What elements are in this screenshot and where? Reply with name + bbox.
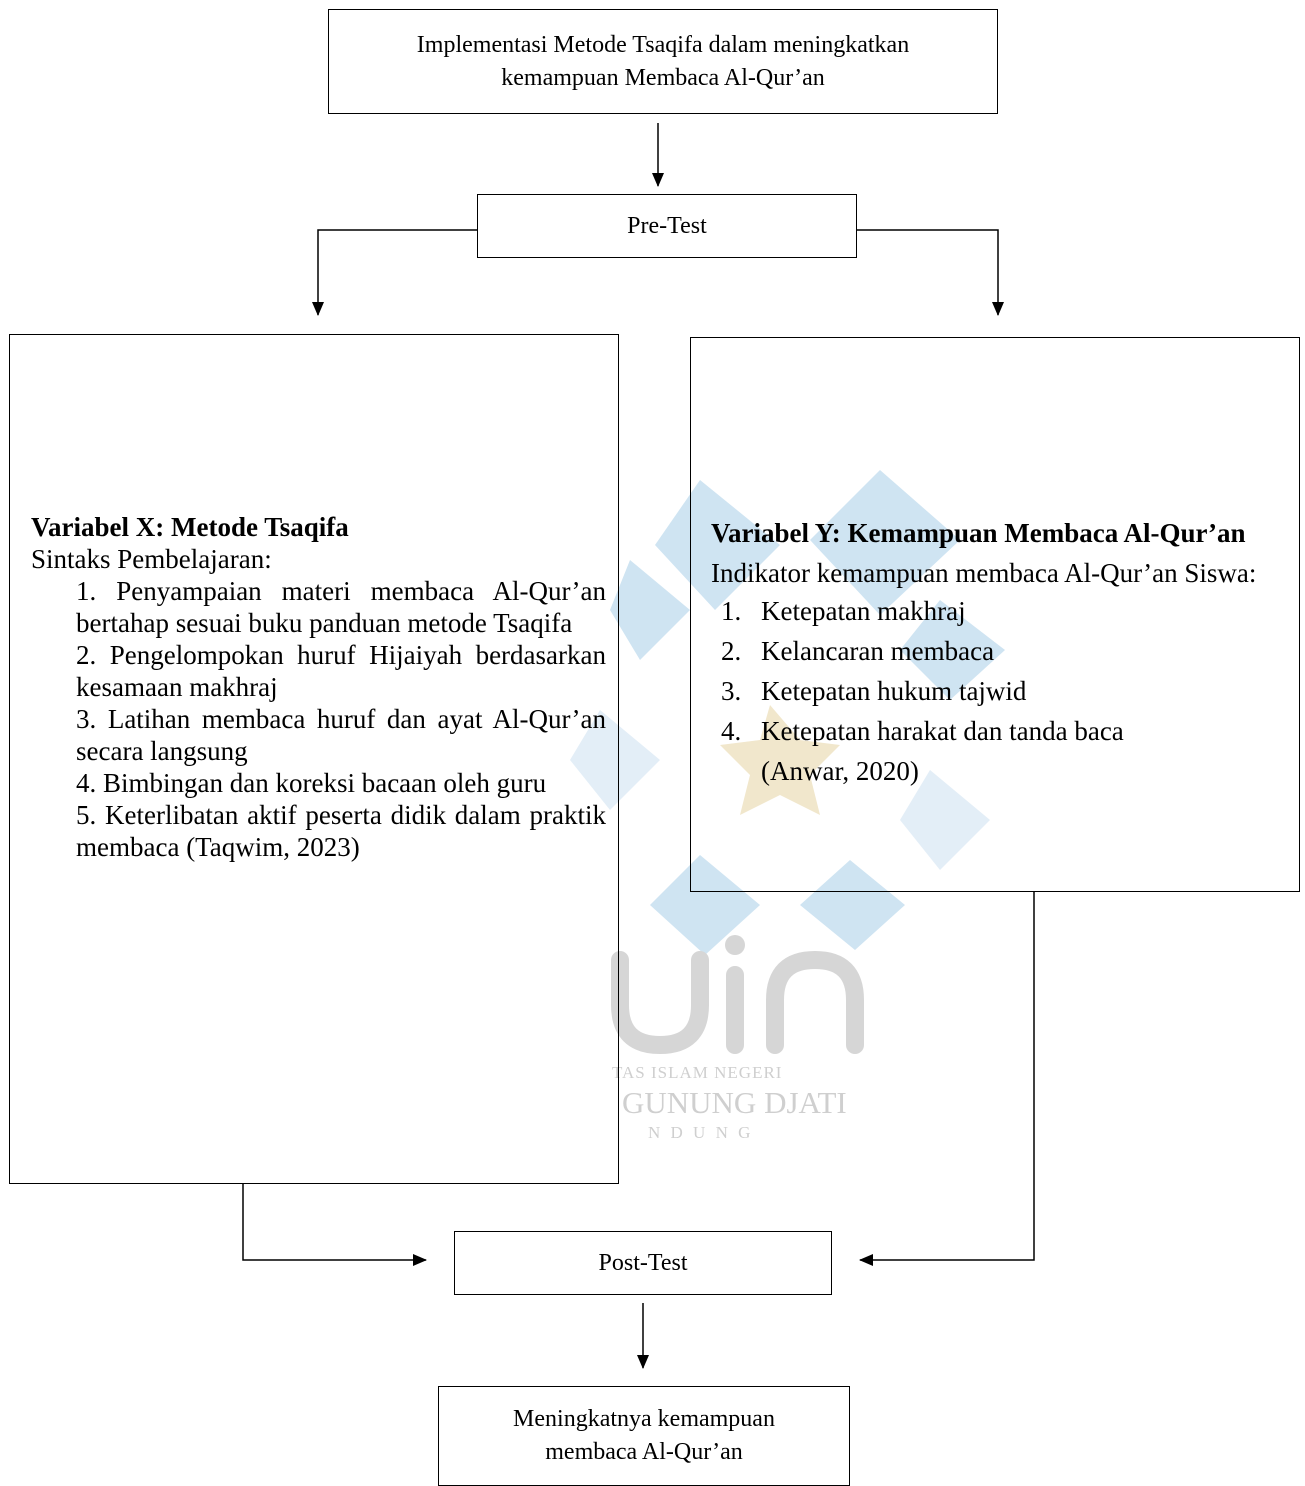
variable-x-step: 2. Pengelompokan huruf Hijaiyah berdasar… <box>76 640 606 702</box>
result-box: Meningkatnya kemampuan membaca Al-Qur’an <box>438 1386 850 1486</box>
variable-y-indicators: 1. Ketepatan makhraj 2. Kelancaran membaca… <box>711 591 1286 791</box>
variable-y-title: Variabel Y: Kemampuan Membaca Al-Qur’an <box>711 518 1246 548</box>
watermark-line2: GUNUNG DJATI <box>622 1085 847 1120</box>
variable-x-subtitle: Sintaks Pembelajaran: <box>31 544 272 574</box>
indicator-text: Ketepatan harakat dan tanda baca (Anwar,… <box>761 716 1124 786</box>
result-line2: membaca Al-Qur’an <box>545 1439 743 1465</box>
post-test-box: Post-Test <box>454 1231 832 1295</box>
pre-test-label: Pre-Test <box>627 212 707 239</box>
top-box-line1: Implementasi Metode Tsaqifa dalam mening… <box>416 31 910 58</box>
indicator-text: Ketepatan hukum tajwid <box>761 676 1027 706</box>
variable-x-content: Variabel X: Metode Tsaqifa Sintaks Pembe… <box>31 511 606 863</box>
indicator-num: 4. <box>721 716 742 746</box>
variable-x-title: Variabel X: Metode Tsaqifa <box>31 512 349 542</box>
variable-x-step: 3. Latihan membaca huruf dan ayat Al-Qur… <box>76 704 606 766</box>
indicator-item: 1. Ketepatan makhraj <box>711 591 1286 631</box>
watermark-uin-glyphs <box>611 950 864 1055</box>
indicator-text: Kelancaran membaca <box>761 636 995 666</box>
watermark-line3: N D U N G <box>648 1123 753 1142</box>
top-box: Implementasi Metode Tsaqifa dalam mening… <box>328 9 998 114</box>
variable-x-step: 4. Bimbingan dan koreksi bacaan oleh gur… <box>76 768 547 798</box>
variable-x-step: 1. Penyampaian materi membaca Al-Qur’an … <box>76 576 606 638</box>
indicator-text: Ketepatan makhraj <box>761 596 966 626</box>
top-box-line2: kemampuan Membaca Al-Qur’an <box>501 64 825 91</box>
result-line1: Meningkatnya kemampuan <box>513 1406 775 1432</box>
variable-x-steps: 1. Penyampaian materi membaca Al-Qur’an … <box>31 575 606 863</box>
indicator-item: 2. Kelancaran membaca <box>711 631 1286 671</box>
variable-y-box <box>690 337 1300 892</box>
variable-x-step: 5. Keterlibatan aktif peserta didik dala… <box>76 800 606 862</box>
variable-y-content: Variabel Y: Kemampuan Membaca Al-Qur’an … <box>711 515 1286 791</box>
indicator-item: 4. Ketepatan harakat dan tanda baca (Anwa… <box>711 711 1286 791</box>
indicator-num: 1. <box>721 596 742 626</box>
pre-test-box: Pre-Test <box>477 194 857 258</box>
post-test-label: Post-Test <box>598 1249 688 1276</box>
watermark-line1: TAS ISLAM NEGERI <box>612 1063 782 1082</box>
indicator-num: 2. <box>721 636 742 666</box>
watermark-shapes <box>570 470 1005 955</box>
variable-y-intro: Indikator kemampuan membaca Al-Qur’an Si… <box>711 558 1257 588</box>
watermark-dot <box>725 935 745 955</box>
indicator-num: 3. <box>721 676 742 706</box>
indicator-item: 3. Ketepatan hukum tajwid <box>711 671 1286 711</box>
